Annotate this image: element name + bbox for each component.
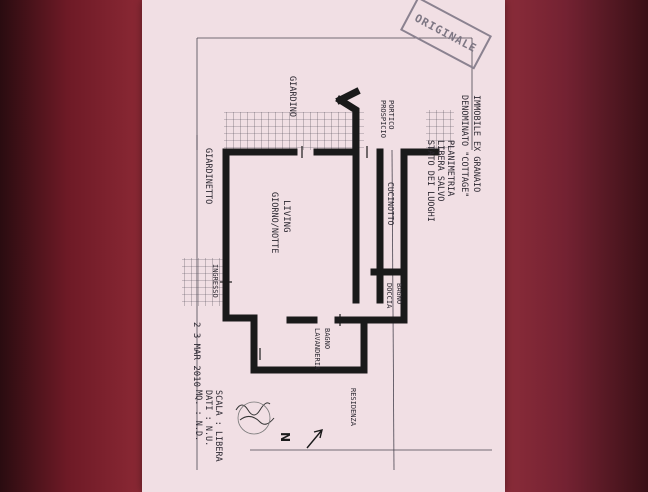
- room-label-doccia: DOCCIA: [385, 283, 393, 309]
- room-label-bagno-2: BAGNO: [323, 328, 331, 350]
- hatched-entrance-steps: [182, 258, 224, 306]
- room-label-giorno-notte: GIORNO/NOTTE: [269, 192, 279, 254]
- table-surface-right: [498, 0, 648, 492]
- title-line-5: STATO DEI LUOGHI: [425, 140, 435, 222]
- label-residenza: RESIDENZA: [349, 388, 357, 426]
- date-stamp: 2 3 MAR 2010: [191, 322, 201, 388]
- signature: [235, 402, 275, 425]
- walls: [222, 87, 440, 374]
- hatched-terrace-top: [224, 112, 364, 150]
- north-label: N: [278, 431, 293, 443]
- title-line-3: PLANIMETRIA: [445, 140, 455, 197]
- door-marks: [220, 146, 368, 360]
- table-surface-left: [0, 0, 150, 492]
- dati-line: DATI : N.U.: [203, 390, 213, 447]
- scale-line: SCALA : LIBERA: [213, 390, 223, 462]
- room-label-living: LIVING: [281, 200, 291, 233]
- title-line-2: DENOMINATO "COTTAGE": [459, 95, 469, 198]
- floor-plan-drawing: [182, 37, 492, 471]
- room-label-cucinotto: CUCINOTTO: [386, 182, 395, 226]
- title-line-1: IMMOBILE EX GRANAIO: [471, 95, 481, 193]
- room-label-ingresso: INGRESSO: [211, 264, 219, 298]
- mq-line: MQ. : N.D.: [193, 390, 203, 442]
- north-arrow-icon: [306, 429, 323, 449]
- room-label-prospicio: PROSPICIO: [379, 100, 387, 138]
- room-label-portico: PORTICO: [387, 100, 395, 130]
- label-giardinetto: GIARDINETTO: [203, 148, 213, 205]
- agency-stamp-circle: [237, 401, 271, 435]
- room-label-bagno-1: BAGNO: [395, 283, 403, 305]
- hatched-terrace-right: [426, 110, 454, 150]
- floor-plan-sheet: ORIGINALE IMMOBILE EX GRANAIO DENOMINATO…: [142, 0, 505, 492]
- room-label-lavanderia: LAVANDERIA: [313, 328, 321, 371]
- label-giardino: GIARDINO: [287, 76, 297, 117]
- title-line-4: LIBERA SALVO: [435, 140, 445, 202]
